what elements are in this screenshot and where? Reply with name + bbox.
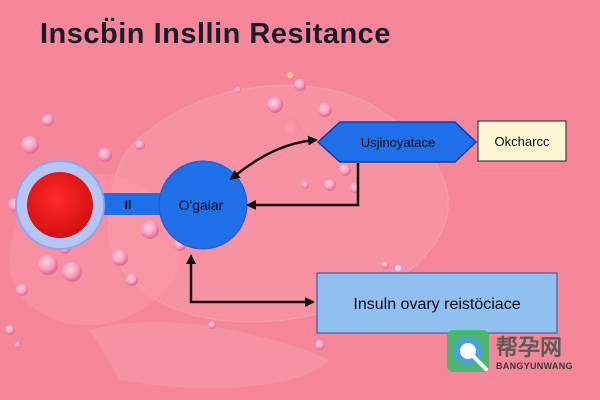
diagram-title: Inscb̈in Insllin Resitance: [40, 18, 391, 50]
connector-bar: Il: [92, 193, 164, 215]
blue-circle-node: O'galar: [158, 160, 248, 250]
right-box-label: Okcharcc: [495, 134, 550, 149]
red-circle-node: [15, 160, 105, 250]
watermark-logo: [447, 330, 489, 372]
hexagon-node: Usjinoyatace: [316, 121, 478, 163]
hexagon-label: Usjinoyatace: [361, 135, 435, 150]
connector-label: Il: [125, 198, 132, 212]
circle-label: O'galar: [179, 197, 224, 213]
arrow-circle-to-bottom-box: [186, 254, 315, 307]
watermark-text-en: BANGYUNWANG: [496, 361, 573, 371]
bottom-box-label: Insuln ovary reistöciace: [353, 296, 520, 313]
arrow-circle-to-hexagon: [229, 135, 318, 180]
right-note-box: Okcharcc: [477, 120, 567, 162]
arrow-hexagon-to-circle: [246, 163, 360, 210]
bottom-box: Insuln ovary reistöciace: [316, 272, 558, 334]
watermark-text-cn: 帮孕网: [496, 336, 563, 361]
